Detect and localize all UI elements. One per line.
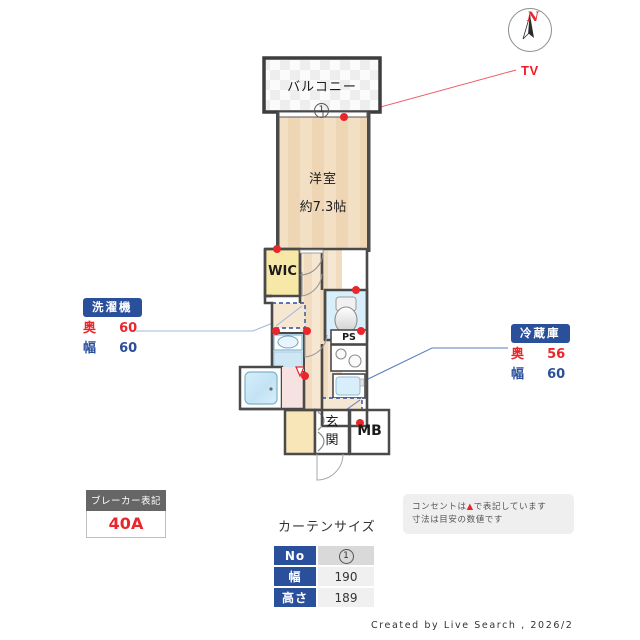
washer-width-key: 幅 [83, 341, 97, 356]
balcony-label: バルコニー [287, 80, 357, 95]
fridge-depth-key: 奥 [511, 347, 525, 362]
breaker-box: ブレーカー表記 40A [86, 490, 166, 538]
washer-space [271, 302, 306, 329]
tv-outlet-label: TV [521, 63, 539, 78]
legend-note-line1-post: で表記しています [473, 502, 547, 512]
wic-label: WIC [268, 264, 297, 279]
curtain-row-value: 189 [318, 588, 374, 607]
table-row: 高さ 189 [274, 588, 374, 607]
ps-label: PS [342, 332, 356, 343]
washer-depth-value: 60 [119, 321, 138, 336]
table-row: No 1 [274, 546, 374, 565]
curtain-window-number: 1 [338, 549, 354, 564]
balcony-window-number: 1 [314, 97, 329, 118]
washer-width-row: 幅 60 [83, 340, 143, 357]
washer-width-value: 60 [119, 341, 138, 356]
room-label: 洋室 [308, 172, 337, 187]
curtain-size-table: No 1 幅 190 高さ 189 [272, 544, 376, 609]
compass-needle-icon [522, 14, 534, 40]
entrance-label-bottom: 関 [325, 433, 339, 448]
room-area-label: 約7.3帖 [299, 200, 347, 215]
fridge-width-key: 幅 [511, 367, 525, 382]
mb-label: MB [357, 423, 382, 439]
outlet-markers [272, 113, 365, 427]
fridge-callout: 冷蔵庫 奥 56 幅 60 [511, 322, 571, 383]
curtain-row-head: 高さ [274, 588, 316, 607]
washer-tag: 洗濯機 [83, 298, 142, 317]
balcony-window-number-value: 1 [314, 103, 329, 118]
bathroom-area [238, 365, 284, 411]
fridge-tag: 冷蔵庫 [511, 324, 570, 343]
curtain-size-title: カーテンサイズ [278, 520, 376, 535]
curtain-row-head: No [274, 546, 316, 565]
washer-depth-key: 奥 [83, 321, 97, 336]
legend-note-line2: 寸法は目安の数値です [412, 515, 504, 525]
compass-icon: N [508, 8, 552, 52]
legend-note: コンセントは▲で表記しています 寸法は目安の数値です [403, 494, 574, 534]
breaker-header: ブレーカー表記 [86, 490, 166, 511]
kitchen-area [330, 344, 368, 399]
curtain-row-value: 190 [318, 567, 374, 586]
breaker-value: 40A [86, 511, 166, 538]
direction-arrow-icon [295, 366, 305, 378]
mb-area [348, 408, 391, 456]
table-row: 幅 190 [274, 567, 374, 586]
footer-credit: Created by Live Search , 2026/2 [371, 620, 574, 631]
washer-callout: 洗濯機 奥 60 幅 60 [83, 296, 143, 357]
vanity-area [271, 332, 305, 372]
fridge-depth-value: 56 [547, 347, 566, 362]
legend-note-line1: コンセントは▲で表記しています [412, 501, 566, 514]
entrance-label-top: 玄 [325, 415, 339, 430]
fridge-width-row: 幅 60 [511, 366, 571, 383]
door-swings [299, 249, 328, 358]
washer-depth-row: 奥 60 [83, 320, 143, 337]
outlet-triangle-icon: ▲ [466, 502, 474, 512]
curtain-row-value: 1 [318, 546, 374, 565]
fridge-depth-row: 奥 56 [511, 346, 571, 363]
compass-north-label: N [527, 10, 539, 25]
fridge-width-value: 60 [547, 367, 566, 382]
legend-note-line1-pre: コンセントは [412, 502, 467, 512]
curtain-row-head: 幅 [274, 567, 316, 586]
dressing-area [282, 367, 304, 409]
